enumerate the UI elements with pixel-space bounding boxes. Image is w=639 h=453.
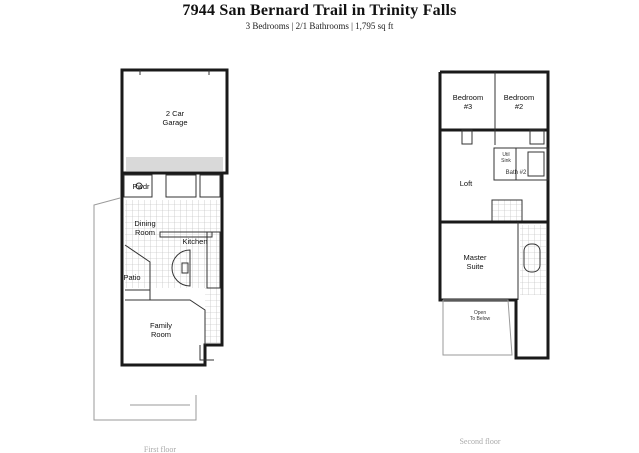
family-room-label-2: Room <box>151 330 171 339</box>
loft-label: Loft <box>460 179 473 188</box>
patio-label: Patio <box>123 273 140 282</box>
second-floor-caption: Second floor <box>459 437 500 446</box>
bathtub <box>523 243 541 273</box>
first-floor-plan: 2 Car Garage Pwdr Dining Room Kitchen Pa… <box>93 68 229 453</box>
garage-label: 2 Car <box>166 109 185 118</box>
util-label: Util <box>502 152 509 158</box>
second-floor-shell <box>438 70 550 360</box>
second-floor-plan: Bedroom #3 Bedroom #2 Util Sink Loft Bat… <box>438 70 550 446</box>
plan-title: 7944 San Bernard Trail in Trinity Falls <box>182 2 457 19</box>
family-room-label: Family <box>150 321 172 330</box>
patio-outline <box>93 197 197 421</box>
bedroom-3-label-2: #3 <box>464 102 472 111</box>
garage-label-2: Garage <box>162 118 187 127</box>
bedroom-2-label: Bedroom <box>504 93 534 102</box>
stairs <box>491 199 523 223</box>
powder-label: Pwdr <box>132 182 150 191</box>
master-suite-label: Master <box>464 253 487 262</box>
garage-step <box>126 157 223 171</box>
open-to-below-label: Open <box>474 310 486 316</box>
master-suite-label-2: Suite <box>466 262 483 271</box>
bedroom-3-label: Bedroom <box>453 93 483 102</box>
bedroom-2-label-2: #2 <box>515 102 523 111</box>
first-floor-shell <box>120 173 224 367</box>
kitchen-island <box>171 249 191 287</box>
dining-label-2: Room <box>135 228 155 237</box>
bath-2-label: Bath #2 <box>506 170 527 176</box>
util-label-2: Sink <box>501 158 511 164</box>
kitchen-label: Kitchen <box>182 237 207 246</box>
plan-subtitle: 3 Bedrooms | 2/1 Bathrooms | 1,795 sq ft <box>245 21 394 31</box>
open-to-below-label-2: To Below <box>470 316 491 322</box>
dining-label: Dining <box>134 219 155 228</box>
garage-walls <box>120 68 229 175</box>
first-floor-caption: First floor <box>144 445 177 453</box>
